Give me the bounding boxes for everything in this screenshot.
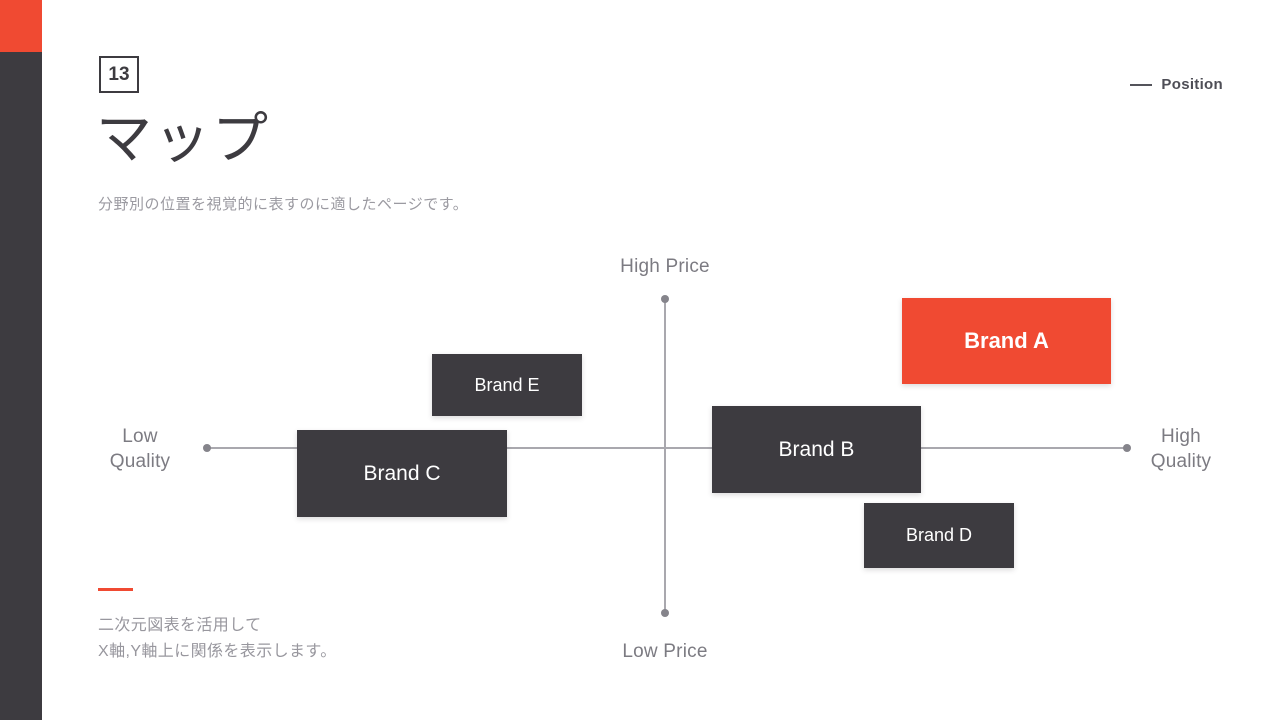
y-axis-bottom-label: Low Price	[622, 641, 708, 662]
corner-tag: Position	[1130, 76, 1223, 93]
brand-c-box: Brand C	[297, 430, 507, 517]
corner-tag-label: Position	[1161, 76, 1223, 93]
x-axis-right-label-line2: Quality	[1150, 451, 1212, 472]
page-subtitle: 分野別の位置を視覚的に表すのに適したページです。	[98, 196, 469, 213]
brand-e-box: Brand E	[432, 354, 582, 416]
x-axis-right-endpoint-dot	[1123, 444, 1131, 452]
footer-note-line1: 二次元図表を活用して	[98, 617, 262, 634]
x-axis-line	[207, 447, 1127, 449]
page-number-box: 13	[99, 56, 139, 93]
footer-accent-line	[98, 588, 133, 591]
x-axis-left-label-line2: Quality	[109, 451, 171, 472]
accent-corner-square	[0, 0, 42, 52]
brand-b-box: Brand B	[712, 406, 921, 493]
y-axis-bottom-endpoint-dot	[661, 609, 669, 617]
x-axis-right-label-line1: High	[1161, 426, 1201, 447]
brand-a-box: Brand A	[902, 298, 1111, 384]
dash-icon	[1130, 83, 1153, 86]
x-axis-left-endpoint-dot	[203, 444, 211, 452]
x-axis-left-label: Low Quality	[91, 424, 189, 474]
brand-d-box: Brand D	[864, 503, 1014, 568]
page-title: マップ	[96, 107, 270, 170]
footer-note: 二次元図表を活用して X軸,Y軸上に関係を表示します。	[98, 613, 337, 665]
y-axis-top-label: High Price	[620, 256, 710, 277]
x-axis-left-label-line1: Low	[122, 426, 158, 447]
y-axis-line	[664, 299, 666, 613]
x-axis-right-label: High Quality	[1132, 424, 1230, 474]
page-number: 13	[108, 63, 130, 85]
footer-note-line2: X軸,Y軸上に関係を表示します。	[98, 643, 337, 660]
y-axis-top-endpoint-dot	[661, 295, 669, 303]
left-sidebar-strip	[0, 52, 42, 720]
